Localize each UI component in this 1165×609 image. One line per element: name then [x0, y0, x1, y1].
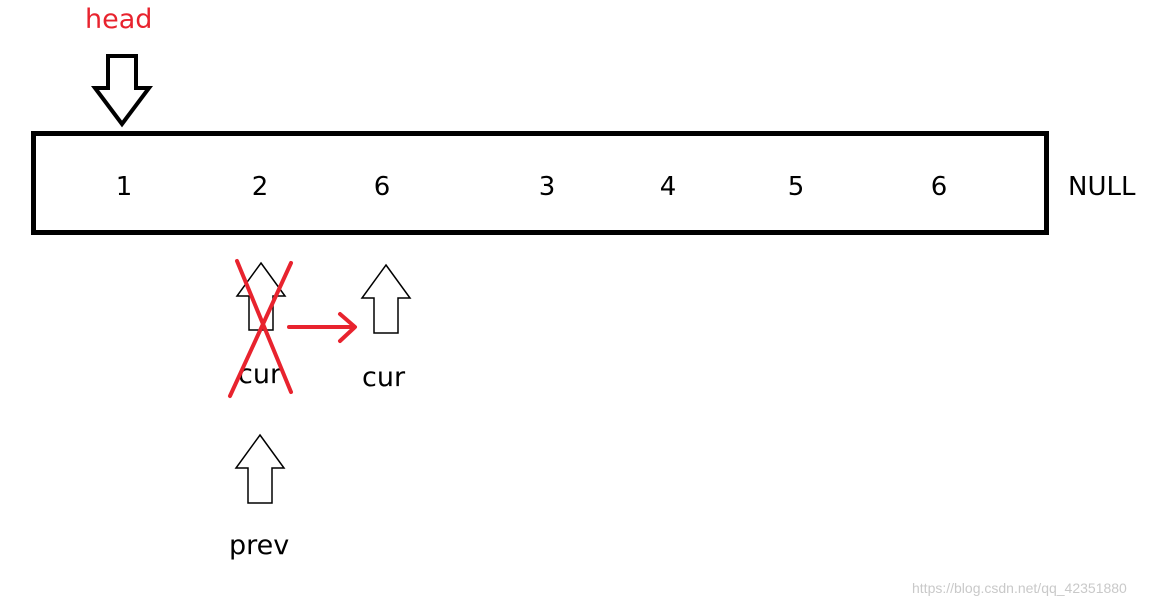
watermark-text: https://blog.csdn.net/qq_42351880	[912, 580, 1127, 596]
node-2: 2	[251, 172, 269, 202]
node-5: 4	[659, 172, 677, 202]
prev-label: prev	[229, 530, 290, 561]
null-label: NULL	[1068, 172, 1136, 202]
node-1: 1	[115, 172, 133, 202]
node-7: 6	[930, 172, 948, 202]
node-3: 6	[373, 172, 391, 202]
node-6: 5	[787, 172, 805, 202]
node-4: 3	[538, 172, 556, 202]
linked-list-box	[31, 131, 1049, 235]
head-label: head	[85, 4, 153, 35]
cur-new-label: cur	[362, 362, 406, 393]
